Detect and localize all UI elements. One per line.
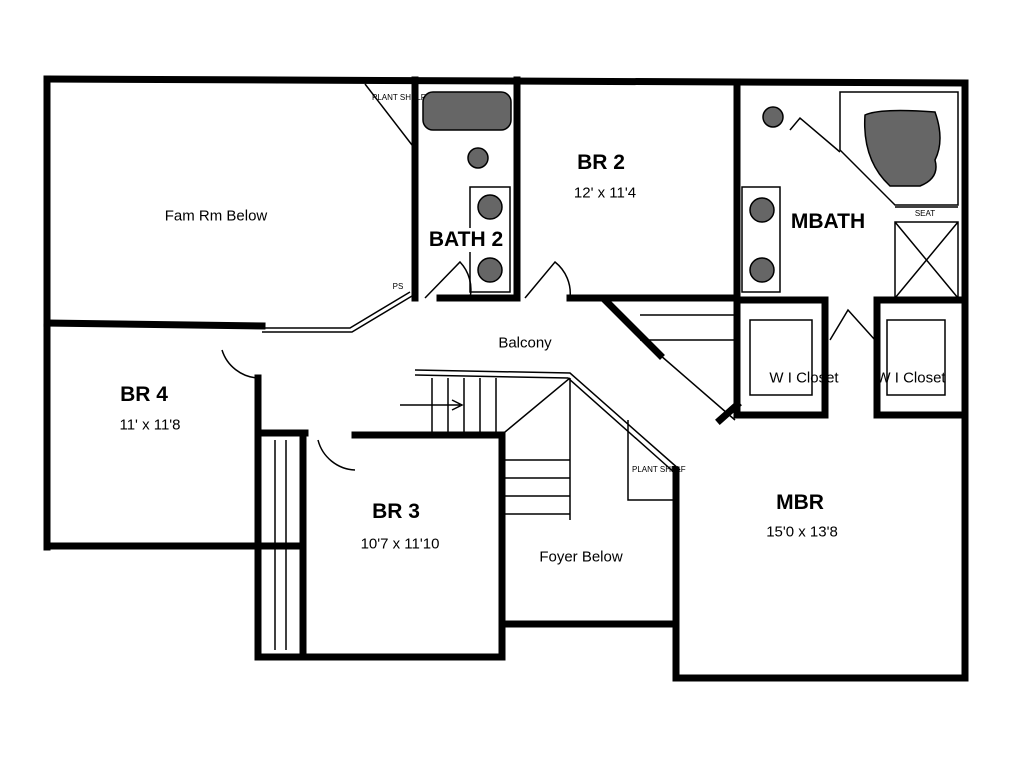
bath2-sink-2 (477, 257, 503, 283)
plant-shelf-2 (627, 420, 676, 501)
tub-surround (839, 91, 959, 206)
plant-shelf-line (364, 83, 413, 146)
door-swings (221, 116, 876, 471)
hall-closet-lines (640, 314, 736, 421)
seat-label: SEAT (914, 209, 936, 218)
room-dims-mbr: 15'0 x 13'8 (766, 523, 838, 541)
room-label-fam-rm: Fam Rm Below (164, 207, 268, 225)
room-label-mbath: MBATH (790, 210, 866, 233)
vanity-bath2 (469, 186, 511, 293)
bath2-toilet (467, 147, 489, 169)
room-label-mbr: MBR (776, 491, 824, 514)
vanity-mbath (741, 186, 781, 293)
mbath-toilet (762, 106, 784, 128)
diagonal-wall (600, 295, 742, 425)
room-label-foyer: Foyer Below (539, 548, 623, 566)
plant-shelf-label-1: PLANT SHELF (372, 93, 426, 102)
mbath-sink-2 (749, 257, 775, 283)
wi-closet-2 (886, 319, 946, 396)
plant-shelf-label-2: PLANT SHELF (632, 465, 686, 474)
room-label-br3: BR 3 (372, 500, 420, 523)
thin-lines (221, 83, 959, 650)
stair-arrow (400, 399, 464, 411)
room-label-wi-closet-2: W I Closet (876, 369, 946, 387)
fixtures (422, 91, 941, 283)
room-label-bath2: BATH 2 (428, 228, 504, 252)
room-dims-br3: 10'7 x 11'10 (360, 535, 440, 553)
fam-room-bottom-wall (43, 319, 266, 330)
closet-rods (274, 440, 287, 650)
room-label-wi-closet-1: W I Closet (769, 369, 839, 387)
mbath-tub (863, 109, 941, 187)
room-label-br4: BR 4 (120, 383, 168, 406)
stair-railing (414, 369, 681, 475)
outer-wall-top (43, 75, 969, 87)
fam-room-railing (262, 291, 413, 333)
walls (43, 75, 969, 682)
ps-label: PS (392, 282, 404, 291)
shower (894, 206, 959, 299)
room-label-br2: BR 2 (577, 151, 625, 174)
bath2-tub (422, 91, 512, 131)
mbath-sink-1 (749, 197, 775, 223)
wi-closet-1 (749, 319, 813, 396)
room-label-balcony: Balcony (498, 334, 552, 352)
bath2-sink-1 (477, 194, 503, 220)
room-dims-br2: 12' x 11'4 (573, 184, 637, 202)
closet-divider-wall (821, 296, 881, 419)
room-dims-br4: 11' x 11'8 (119, 416, 181, 434)
